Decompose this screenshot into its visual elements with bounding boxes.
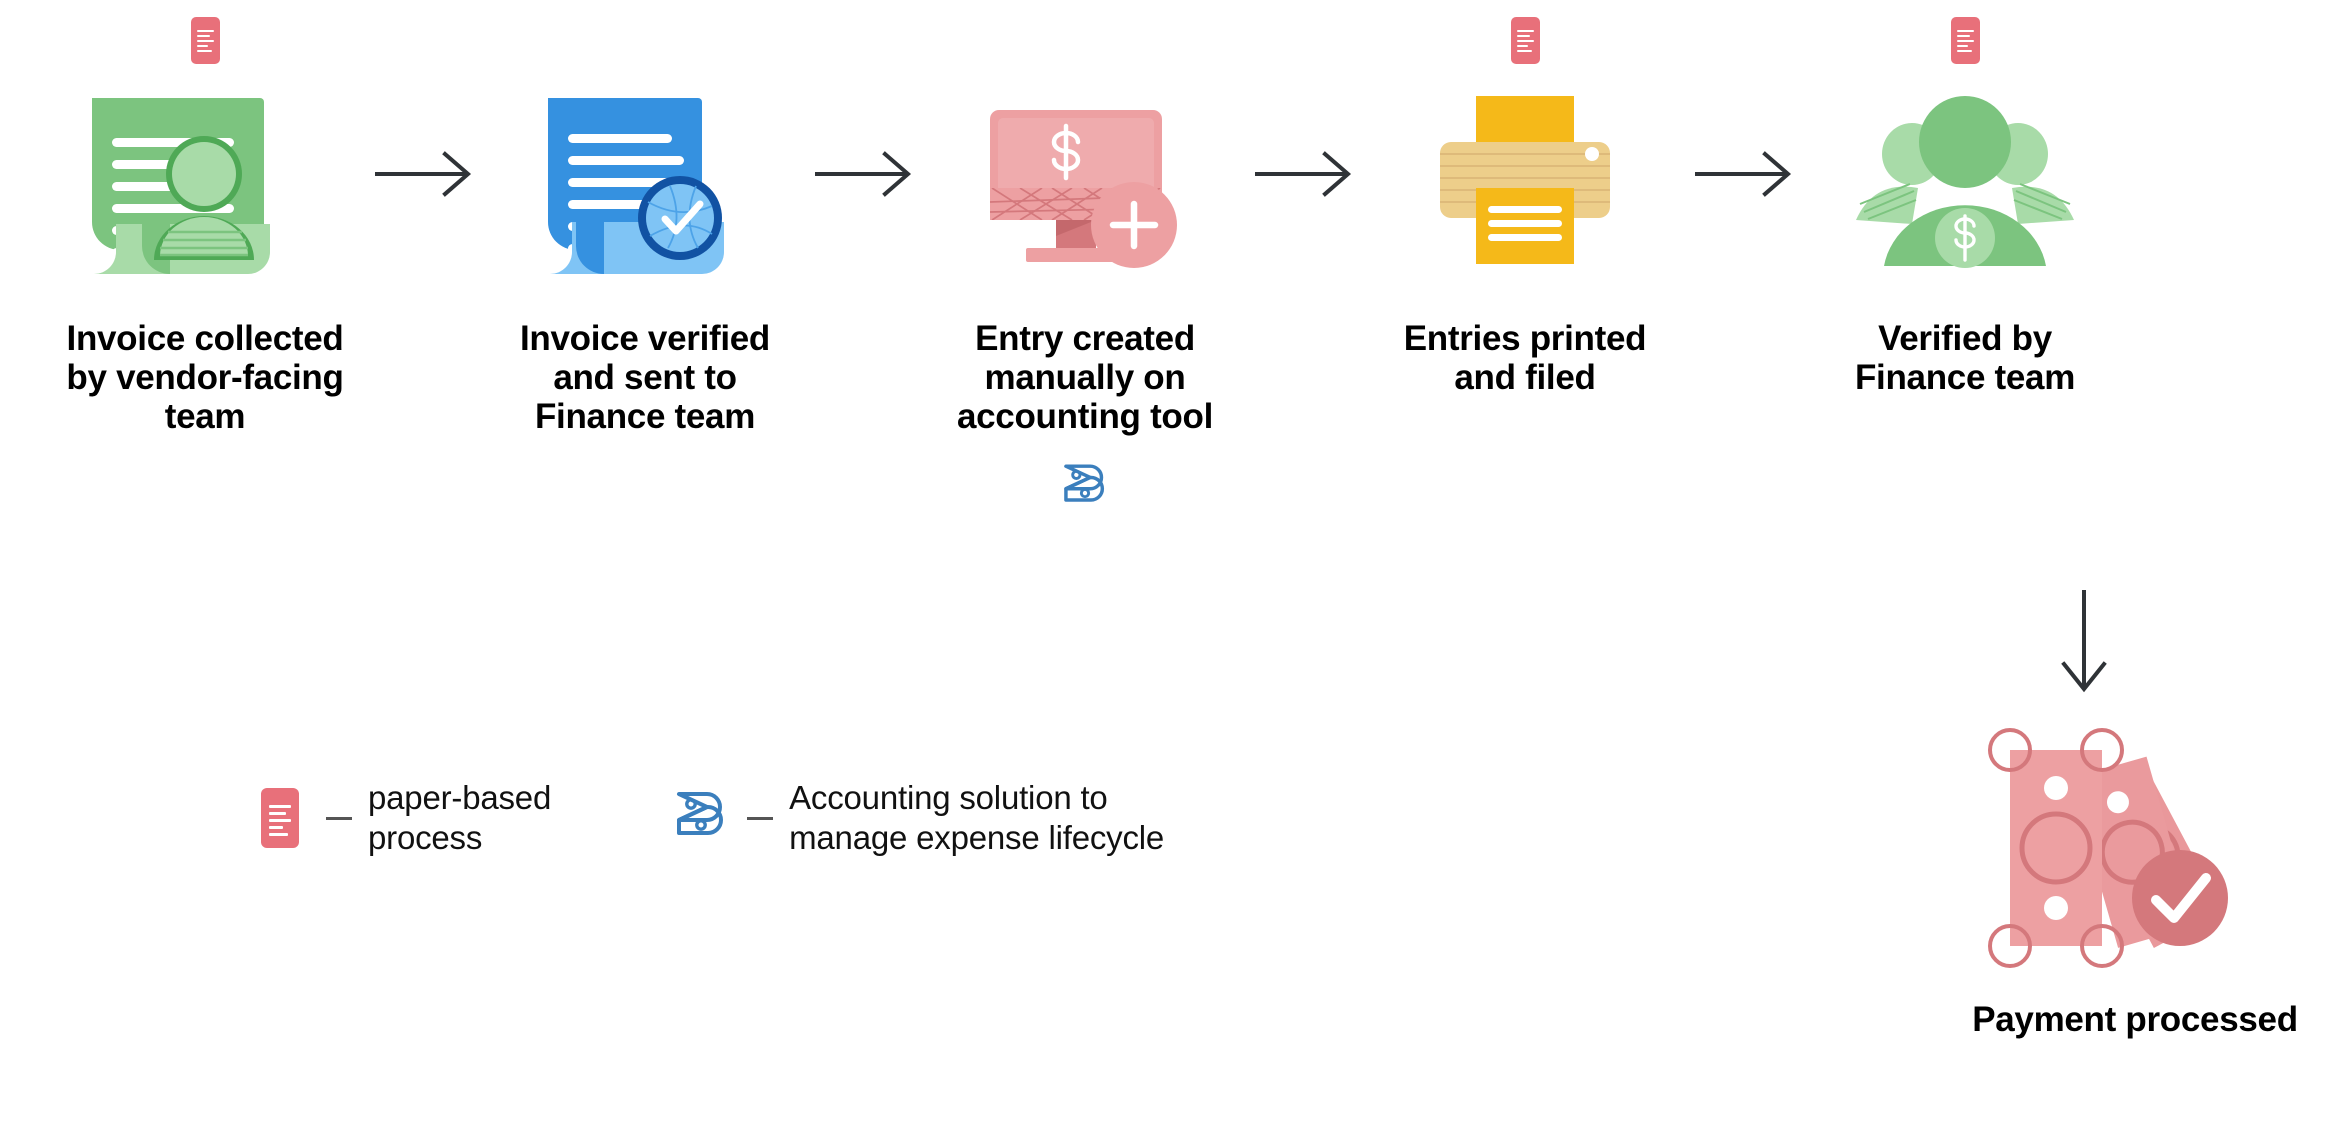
paper-document-glyph [261,788,299,849]
paper-based-process-badge-icon [1950,16,1980,64]
accounting-solution-logo-icon [1064,464,1104,502]
arrow-1 [360,0,490,660]
accounting-solution-logo-icon [671,788,731,848]
step-3-art [955,92,1215,277]
step-4-label: Entries printed and filed [1403,319,1647,398]
paper-based-process-badge-icon [190,16,220,64]
legend-item-paper-based[interactable]: paper-based process [250,778,551,859]
arrow-2 [800,0,930,660]
finance-team-group-icon [1856,96,2074,268]
document-with-person-icon [92,98,270,274]
process-step-5[interactable]: Verified by Finance team [1810,0,2120,397]
arrow-right-icon [1694,151,1791,197]
legend-dash-separator [747,816,774,820]
legend: paper-based process Accounting solution … [250,778,1164,859]
step-2-art [515,92,775,277]
branch-down-arrow [2058,588,2110,698]
legend-label-paper-based: paper-based process [368,779,552,857]
banknotes-check-icon [1988,728,2228,968]
arrow-right-icon [374,151,471,197]
process-flow-row: Invoice collected by vendor-facing team [50,0,2120,660]
printer-icon [1440,96,1610,264]
payment-processed-node[interactable]: Payment processed [1945,710,2325,1039]
process-step-2[interactable]: Invoice verified and sent to Finance tea… [490,0,800,437]
step-1-art [75,92,335,277]
step-5-paper-badge [1950,0,1980,80]
arrow-right-icon [814,151,911,197]
step-4-paper-badge [1510,0,1540,80]
step-1-paper-badge [190,0,220,80]
paper-based-process-badge-icon [1510,16,1540,64]
arrow-3 [1240,0,1370,660]
step-3-accounting-badge [1059,459,1111,515]
process-step-4[interactable]: Entries printed and filed [1370,0,1680,397]
step-5-label: Verified by Finance team [1854,319,2076,398]
monitor-dollar-add-icon [990,110,1177,268]
accounting-solution-logo-glyph [677,792,724,836]
legend-label-accounting-solution: Accounting solution to manage expense li… [789,779,1165,857]
paper-document-icon [250,788,310,849]
legend-item-accounting-solution[interactable]: Accounting solution to manage expense li… [671,778,1164,859]
step-4-art [1395,92,1655,277]
verified-document-icon [548,98,724,274]
legend-dash-separator [326,816,352,820]
arrow-right-icon [1254,151,1351,197]
step-2-label: Invoice verified and sent to Finance tea… [519,319,771,437]
step-5-art [1835,92,2095,277]
step-3-label: Entry created manually on accounting too… [956,319,1214,437]
process-step-1[interactable]: Invoice collected by vendor-facing team [50,0,360,437]
step-1-label: Invoice collected by vendor-facing team [66,319,344,437]
payment-processed-label: Payment processed [1972,1000,2298,1039]
process-step-3[interactable]: Entry created manually on accounting too… [930,0,1240,515]
arrow-4 [1680,0,1810,660]
arrow-down-icon [2061,590,2107,693]
